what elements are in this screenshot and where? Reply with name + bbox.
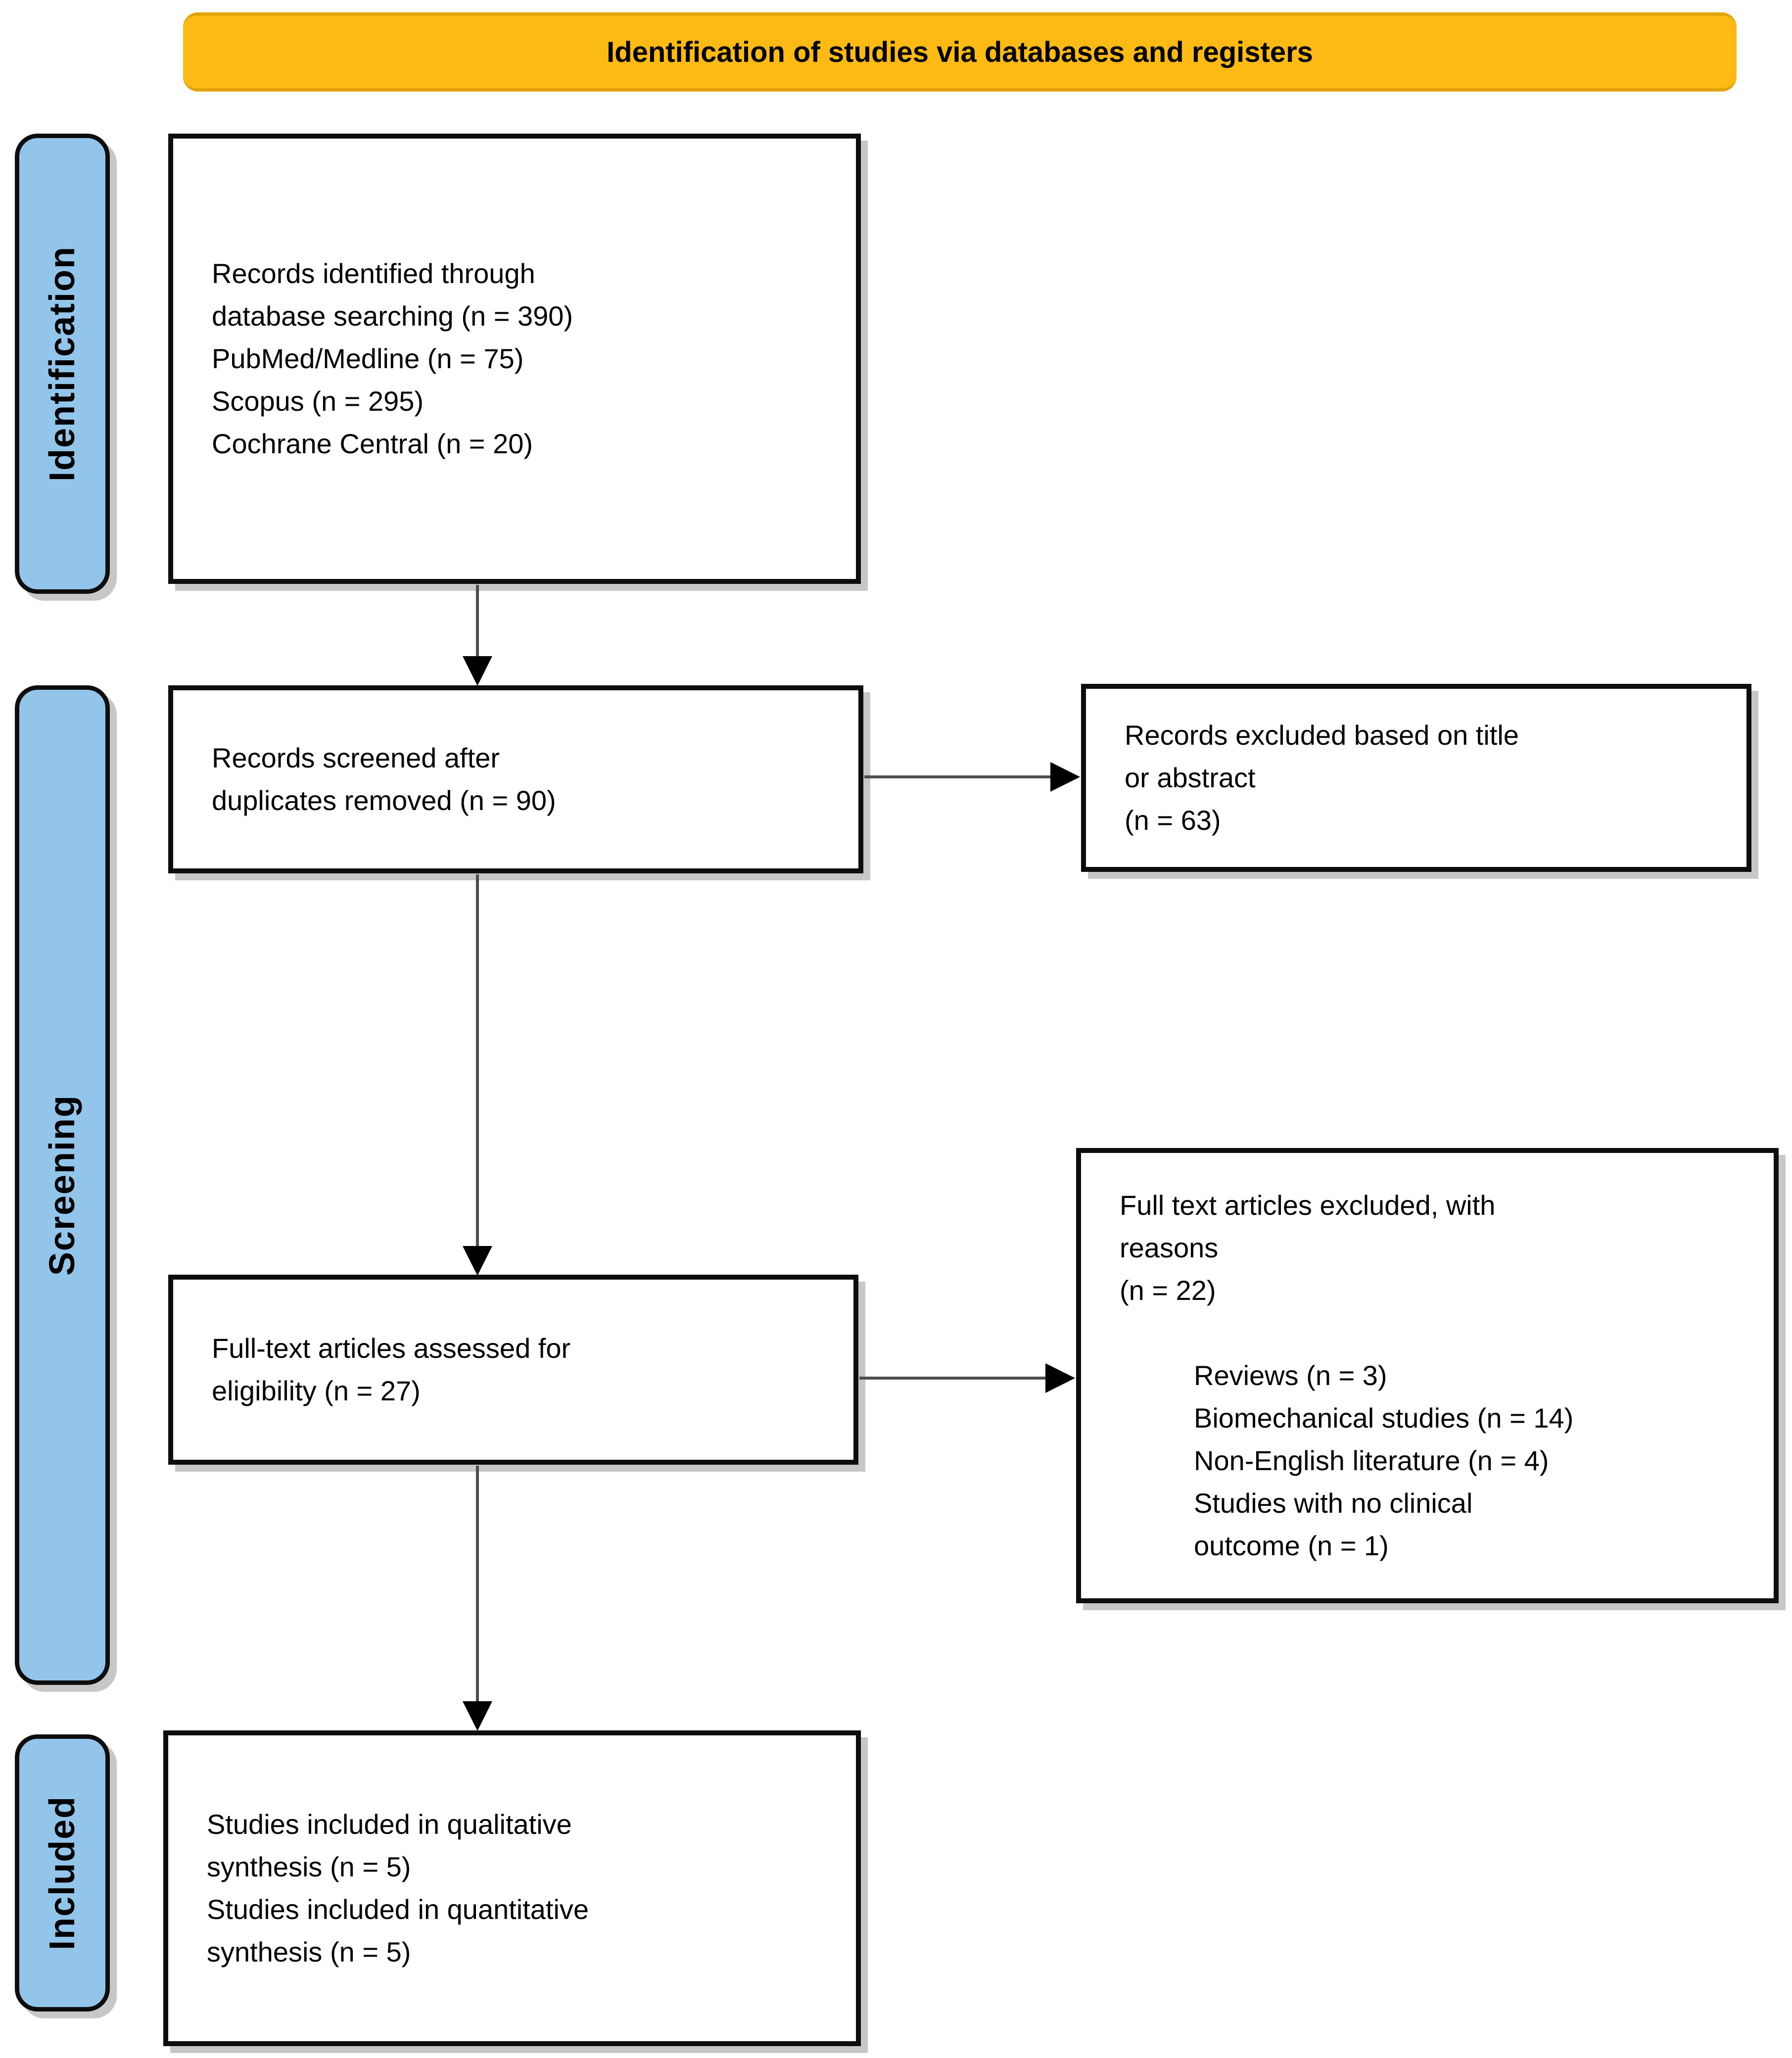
header-banner: Identification of studies via databases … <box>183 12 1737 92</box>
stage-included: Included <box>15 1734 110 2011</box>
stage-included-label: Included <box>43 1795 82 1950</box>
records-identified-line: Records identified through <box>212 258 535 289</box>
studies-included-line: Studies included in qualitative <box>207 1809 572 1840</box>
fulltext-excluded-line: reasons <box>1120 1232 1219 1263</box>
arrow-fulltext-to-excluded-head <box>1045 1363 1075 1393</box>
box-studies-included: Studies included in qualitative synthesi… <box>163 1730 861 2046</box>
stage-identification-label: Identification <box>43 246 82 481</box>
records-identified-line: Scopus (n = 295) <box>212 385 424 417</box>
fulltext-excluded-line: (n = 22) <box>1120 1275 1216 1306</box>
arrow-screened-to-excluded-head <box>1050 762 1080 792</box>
fulltext-excluded-line: Full text articles excluded, with <box>1120 1190 1496 1221</box>
arrow-screened-to-fulltext-head <box>463 1246 492 1276</box>
stage-screening: Screening <box>15 685 110 1685</box>
records-identified-line: database searching (n = 390) <box>212 300 573 332</box>
fulltext-excluded-reason: Non-English literature (n = 4) <box>1194 1445 1549 1476</box>
records-excluded-line: or abstract <box>1125 762 1256 793</box>
records-screened-line: Records screened after <box>212 742 500 773</box>
fulltext-excluded-spacer <box>1120 1312 1754 1354</box>
stage-screening-label: Screening <box>43 1094 82 1276</box>
fulltext-assessed-line: eligibility (n = 27) <box>212 1375 421 1406</box>
box-records-excluded: Records excluded based on title or abstr… <box>1081 684 1751 872</box>
fulltext-excluded-reason: Reviews (n = 3) <box>1194 1360 1387 1391</box>
box-fulltext-excluded: Full text articles excluded, with reason… <box>1076 1148 1779 1603</box>
records-excluded-line: (n = 63) <box>1125 805 1221 836</box>
arrow-identified-to-screened-line <box>476 585 479 658</box>
records-identified-line: Cochrane Central (n = 20) <box>212 428 533 459</box>
arrow-identified-to-screened-head <box>463 656 492 686</box>
records-identified-line: PubMed/Medline (n = 75) <box>212 343 524 374</box>
records-screened-line: duplicates removed (n = 90) <box>212 785 556 816</box>
fulltext-assessed-line: Full-text articles assessed for <box>212 1333 571 1364</box>
arrow-fulltext-to-included-head <box>463 1701 492 1731</box>
arrow-screened-to-excluded-line <box>864 775 1052 778</box>
fulltext-excluded-reason: Biomechanical studies (n = 14) <box>1194 1402 1574 1434</box>
studies-included-line: synthesis (n = 5) <box>207 1936 411 1967</box>
arrow-fulltext-to-excluded-line <box>859 1377 1047 1380</box>
box-records-screened: Records screened after duplicates remove… <box>168 685 863 873</box>
box-fulltext-assessed: Full-text articles assessed for eligibil… <box>168 1275 858 1465</box>
fulltext-excluded-reason: Studies with no clinical <box>1194 1487 1473 1519</box>
arrow-screened-to-fulltext-line <box>476 874 479 1249</box>
header-title: Identification of studies via databases … <box>607 36 1313 68</box>
records-excluded-line: Records excluded based on title <box>1125 719 1519 751</box>
box-records-identified: Records identified through database sear… <box>168 134 861 584</box>
stage-identification: Identification <box>15 134 110 594</box>
fulltext-excluded-reason: outcome (n = 1) <box>1194 1530 1389 1561</box>
arrow-fulltext-to-included-line <box>476 1466 479 1704</box>
studies-included-line: Studies included in quantitative <box>207 1894 589 1925</box>
studies-included-line: synthesis (n = 5) <box>207 1851 411 1882</box>
